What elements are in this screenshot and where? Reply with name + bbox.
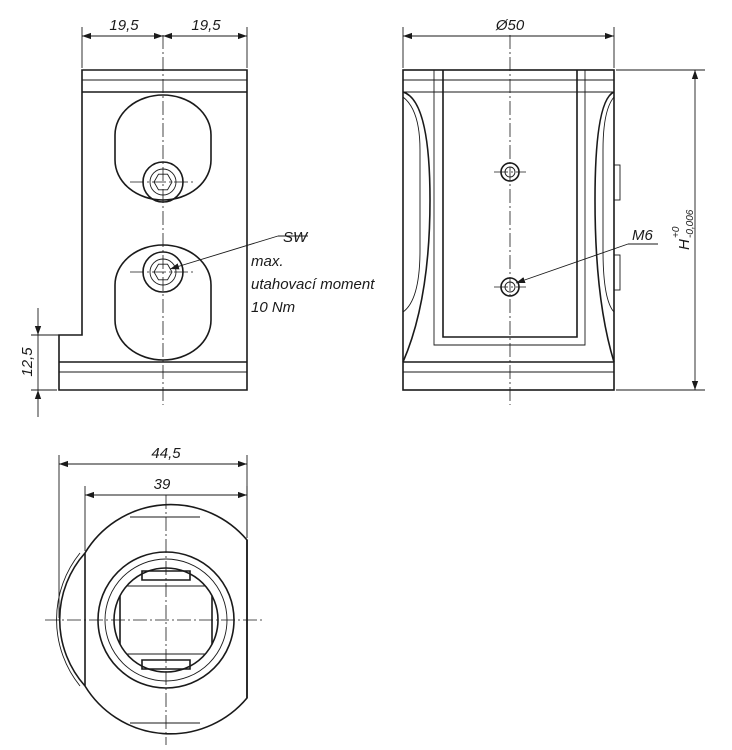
bottom-view xyxy=(45,495,262,745)
dim-front-base-height: 12,5 xyxy=(19,347,36,377)
dim-side-diameter: Ø50 xyxy=(495,17,525,34)
dim-side-height-symbol: H xyxy=(676,239,693,250)
thread-note: M6 xyxy=(515,227,658,284)
dim-side-height-tol-lower: -0,006 xyxy=(685,209,696,238)
dim-front-left-half: 19,5 xyxy=(109,17,139,34)
torque-line-2: utahovací moment xyxy=(251,276,375,293)
dim-front-right-half: 19,5 xyxy=(191,17,221,34)
bottom-inner-width-dimension: 39 xyxy=(84,476,248,551)
dim-side-height-tol-upper: +0 xyxy=(671,226,682,238)
torque-line-3: 10 Nm xyxy=(251,299,295,316)
bottom-outer-width-dimension: 44,5 xyxy=(58,445,248,618)
dim-bottom-outer-width: 44,5 xyxy=(151,445,181,462)
side-diameter-dimension: Ø50 xyxy=(402,17,615,68)
dim-bottom-inner-width: 39 xyxy=(154,476,171,493)
front-width-dimension: 19,5 19,5 xyxy=(81,17,248,68)
side-height-dimension: H +0 -0,006 xyxy=(616,69,705,391)
front-view xyxy=(58,35,248,405)
thread-label: M6 xyxy=(632,227,653,244)
side-view xyxy=(402,35,621,405)
torque-line-1: max. xyxy=(251,253,284,270)
wrench-torque-note: SW max. utahovací moment 10 Nm xyxy=(169,229,375,316)
front-base-height-dimension: 12,5 xyxy=(19,308,80,417)
wrench-size-label: SW xyxy=(283,229,309,246)
